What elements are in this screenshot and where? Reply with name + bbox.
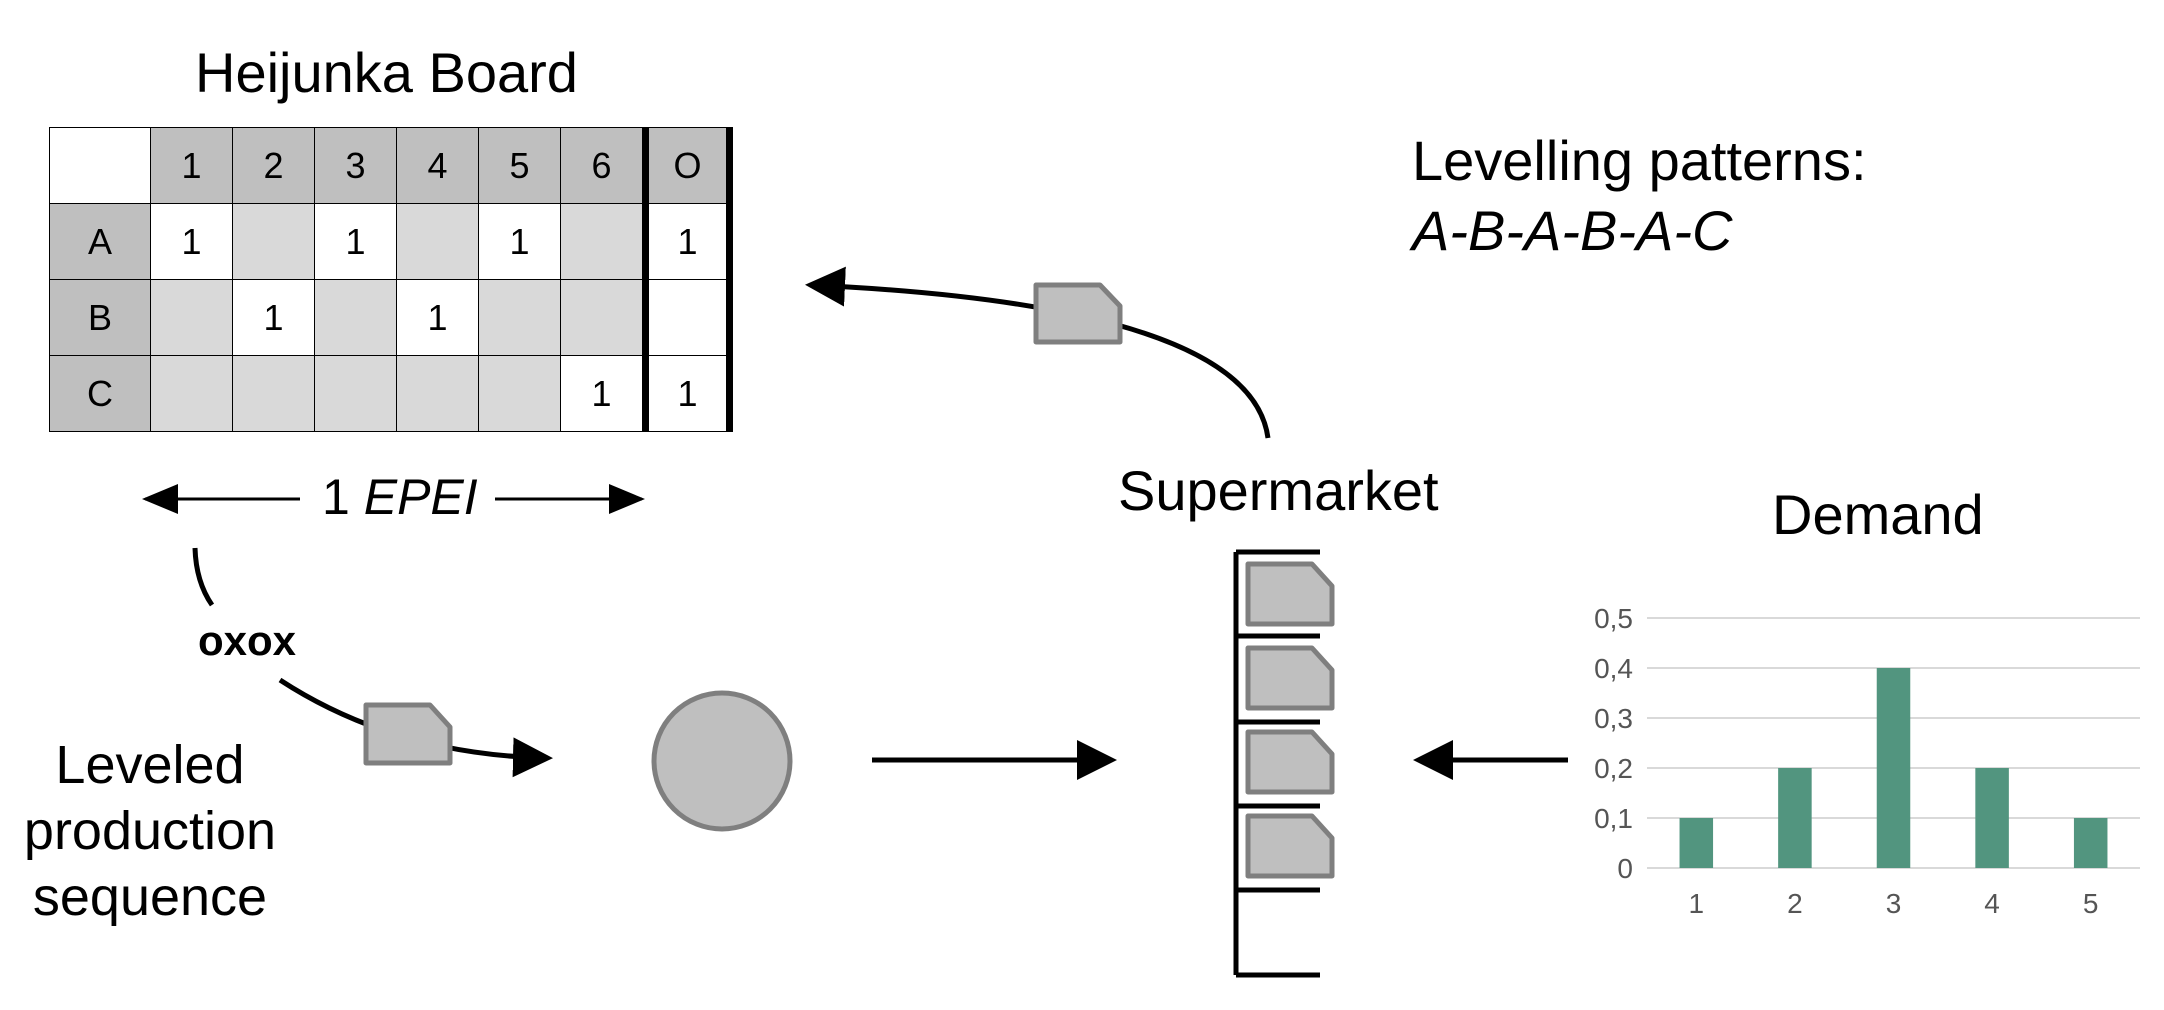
leveled-production-label: Leveled production sequence (10, 732, 290, 930)
oxox-label: oxox (198, 617, 297, 664)
kanban-card-icon (363, 702, 453, 766)
chart-y-ticks: 0 0,1 0,2 0,3 0,4 0,5 (1595, 603, 1633, 884)
board-cell: 1 (560, 355, 646, 432)
leveled-line: sequence (32, 867, 268, 927)
chart-bar (1778, 768, 1812, 868)
board-col-header: 3 (314, 127, 397, 204)
chart-bar (2073, 818, 2108, 868)
board-cell (150, 279, 233, 356)
kanban-card-icon (1245, 645, 1335, 711)
board-header-row: 1 2 3 4 5 6 O (49, 127, 733, 204)
demand-chart-title: Demand (1772, 483, 1984, 546)
board-row-b: B 1 1 (49, 279, 733, 356)
board-cell (314, 355, 397, 432)
kanban-card-icon (1245, 813, 1335, 879)
epei-label: 1 EPEI (308, 468, 492, 526)
board-cell (150, 355, 233, 432)
levelling-sequence: A-B-A-B-A-C (1412, 199, 1733, 262)
epei-text: EPEI (363, 469, 478, 525)
levelling-heading: Levelling patterns: (1412, 129, 1867, 192)
board-col-header: 6 (560, 127, 646, 204)
chart-x-tick-label: 5 (2083, 888, 2099, 919)
board-cell (232, 203, 315, 280)
kanban-card-icon (1245, 561, 1335, 627)
chart-x-tick-label: 2 (1787, 888, 1803, 919)
kanban-card-icon (1245, 729, 1335, 795)
board-to-sequence-curve (192, 547, 215, 607)
levelling-patterns: Levelling patterns: A-B-A-B-A-C (1412, 126, 1867, 266)
heijunka-board: 1 2 3 4 5 6 O A 1 1 1 1 B 1 1 C 1 1 (49, 127, 733, 432)
board-cell (314, 279, 397, 356)
chart-bar (1975, 768, 2009, 868)
chart-y-tick-label: 0,1 (1595, 803, 1633, 834)
heijunka-board-title: Heijunka Board (195, 41, 578, 104)
supermarket-kanban-cards (1245, 561, 1335, 879)
chart-y-tick-label: 0,3 (1595, 703, 1633, 734)
board-cell (560, 203, 646, 280)
chart-x-tick-label: 4 (1984, 888, 2000, 919)
supermarket-rack-icon (1233, 549, 1320, 978)
board-row-header: B (49, 279, 151, 356)
chart-y-tick-label: 0,4 (1595, 653, 1633, 684)
supermarket-to-board-arrow (805, 266, 1271, 439)
board-row-header: C (49, 355, 151, 432)
board-col-header-overflow: O (642, 127, 733, 204)
board-cell (396, 355, 479, 432)
board-col-header: 5 (478, 127, 561, 204)
board-corner-cell (49, 127, 151, 204)
board-col-header: 4 (396, 127, 479, 204)
board-cell: 1 (232, 279, 315, 356)
chart-x-tick-label: 3 (1886, 888, 1902, 919)
kanban-card-icon (1033, 282, 1123, 345)
leveled-line: Leveled (55, 735, 245, 795)
chart-bars (1679, 668, 2108, 868)
chart-bar (1876, 668, 1911, 868)
chart-y-tick-label: 0,2 (1595, 753, 1633, 784)
board-cell: 1 (150, 203, 233, 280)
process-circle-icon (651, 690, 793, 832)
board-cell (560, 279, 646, 356)
supermarket-label: Supermarket (1118, 459, 1439, 522)
chart-y-tick-label: 0,5 (1595, 603, 1633, 634)
chart-bar (1679, 818, 1714, 868)
board-cell (396, 203, 479, 280)
board-cell: 1 (314, 203, 397, 280)
board-cell: 1 (396, 279, 479, 356)
board-row-header: A (49, 203, 151, 280)
board-row-c: C 1 1 (49, 355, 733, 432)
board-cell (478, 279, 561, 356)
chart-x-tick-label: 1 (1689, 888, 1705, 919)
board-cell (232, 355, 315, 432)
board-cell-overflow (642, 279, 733, 356)
epei-number: 1 (322, 469, 350, 525)
leveled-line: production (23, 801, 277, 861)
board-cell: 1 (478, 203, 561, 280)
demand-chart: 0 0,1 0,2 0,3 0,4 0,5 1 2 3 4 5 (1595, 603, 2140, 919)
chart-y-tick-label: 0 (1617, 853, 1633, 884)
chart-x-ticks: 1 2 3 4 5 (1689, 888, 2099, 919)
board-cell-overflow: 1 (642, 355, 733, 432)
